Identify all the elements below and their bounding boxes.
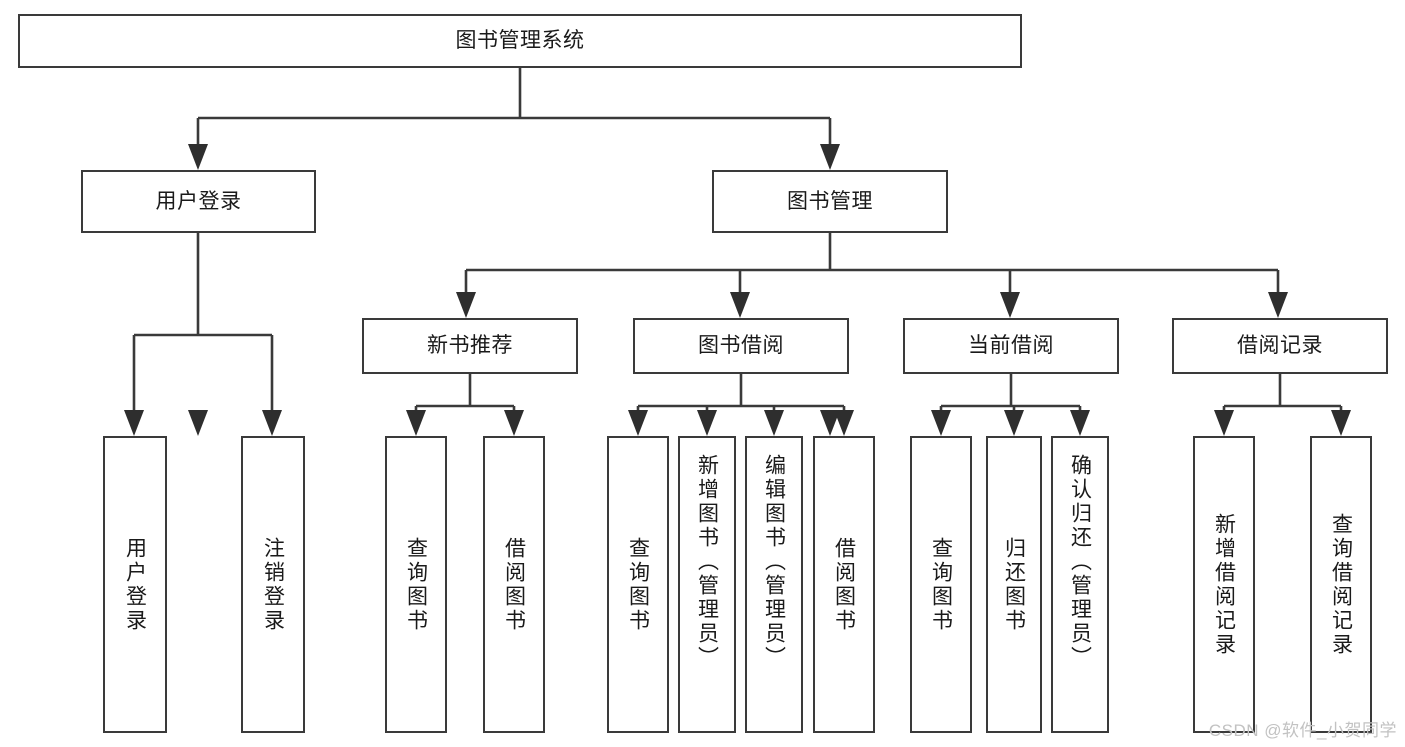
node-book-borrow[interactable]: 图书借阅 [633,318,849,374]
leaf-node-label: 查询图书 [404,536,428,633]
arrow-to-user-login [188,410,208,436]
arrow-leaf-10 [1004,410,1024,436]
arrow-to-record [1268,292,1288,318]
leaf-node-label: 查询图书 [929,536,953,633]
leaf-node[interactable]: 新增图书（管理员） [678,436,736,733]
node-borrow-record-label: 借阅记录 [1237,334,1323,358]
leaf-node-label: 用户登录 [123,536,147,633]
leaf-node-label: 确认归还（管理员） [1068,454,1092,670]
leaf-node[interactable]: 编辑图书（管理员） [745,436,803,733]
node-user-login-label: 用户登录 [155,189,242,213]
arrow-leaf-11 [1070,410,1090,436]
arrow-leaf-5 [628,410,648,436]
leaf-node-label: 查询图书 [626,536,650,633]
leaf-node-label: 借阅图书 [832,536,856,633]
arrow-lvl1-a [188,144,208,170]
arrow-lvl1-b [820,144,840,170]
leaf-node[interactable]: 查询图书 [910,436,972,733]
arrow-leaf-7 [764,410,784,436]
csdn-watermark: CSDN @软件_小贺同学 [1208,721,1397,740]
arrowheads [124,144,1351,436]
node-book-management-label: 图书管理 [787,189,873,213]
leaf-node-label: 归还图书 [1002,536,1026,633]
leaf-node[interactable]: 借阅图书 [813,436,875,733]
leaf-node[interactable]: 归还图书 [986,436,1042,733]
leaf-node[interactable]: 查询图书 [607,436,669,733]
node-current-borrow[interactable]: 当前借阅 [903,318,1119,374]
node-user-login[interactable]: 用户登录 [81,170,316,233]
leaf-node[interactable]: 查询图书 [385,436,447,733]
leaf-node[interactable]: 注销登录 [241,436,305,733]
leaf-node-label: 新增借阅记录 [1212,512,1236,657]
node-root-label: 图书管理系统 [455,29,585,53]
arrow-to-book-mgmt [820,410,840,436]
node-current-borrow-label: 当前借阅 [968,334,1054,358]
arrow-leaf-8 [834,410,854,436]
leaf-node[interactable]: 确认归还（管理员） [1051,436,1109,733]
arrow-leaf-13 [1331,410,1351,436]
leaf-node-label: 注销登录 [261,536,285,633]
leaf-node[interactable]: 新增借阅记录 [1193,436,1255,733]
node-book-borrow-label: 图书借阅 [698,334,784,358]
arrow-leaf-4 [504,410,524,436]
arrow-to-current [1000,292,1020,318]
arrow-leaf-1 [124,410,144,436]
arrow-to-new-book [456,292,476,318]
leaf-node[interactable]: 用户登录 [103,436,167,733]
arrow-to-borrow [730,292,750,318]
leaf-node-label: 编辑图书（管理员） [762,454,786,670]
arrow-leaf-3 [406,410,426,436]
leaf-node-label: 新增图书（管理员） [695,454,719,670]
arrow-leaf-12 [1214,410,1234,436]
arrow-leaf-6 [697,410,717,436]
arrow-leaf-9 [931,410,951,436]
node-new-book-recommend-label: 新书推荐 [427,334,513,358]
node-book-management[interactable]: 图书管理 [712,170,948,233]
leaf-node-label: 借阅图书 [502,536,526,633]
node-new-book-recommend[interactable]: 新书推荐 [362,318,578,374]
leaf-node-label: 查询借阅记录 [1329,512,1353,657]
node-root-system[interactable]: 图书管理系统 [18,14,1022,68]
leaf-node[interactable]: 借阅图书 [483,436,545,733]
node-borrow-record[interactable]: 借阅记录 [1172,318,1388,374]
arrow-leaf-2 [262,410,282,436]
leaf-node[interactable]: 查询借阅记录 [1310,436,1372,733]
